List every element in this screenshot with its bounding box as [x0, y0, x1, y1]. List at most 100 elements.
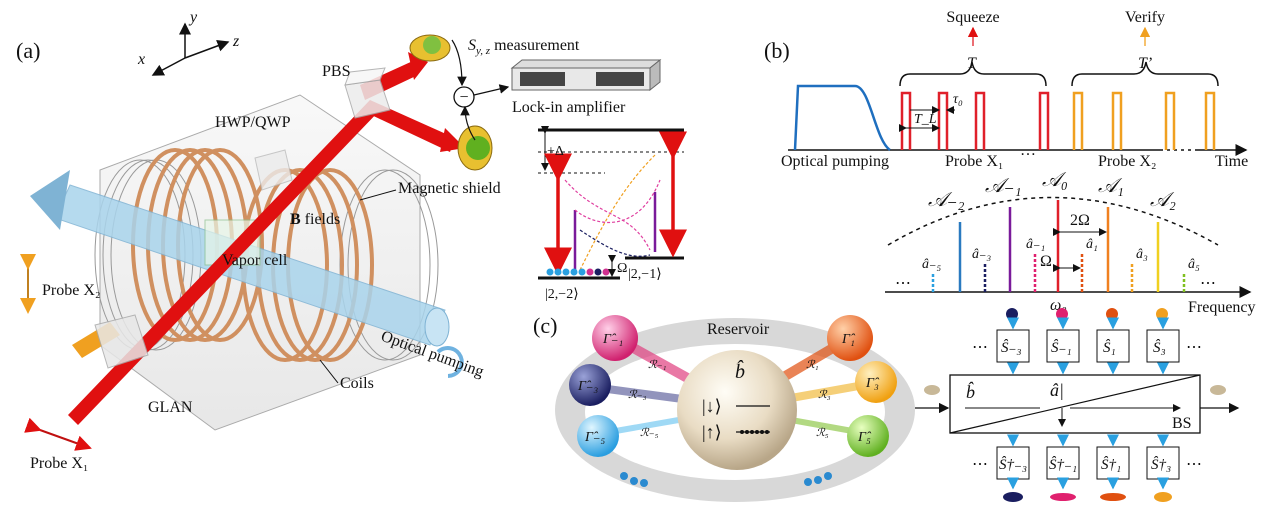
gamma-1-label: Γ̂₁	[841, 332, 856, 347]
s-top-ellipsis-left: ⋯	[972, 339, 988, 356]
probe-x2-label: Probe X₂	[42, 282, 100, 299]
coupling-1-label: ℛ₁	[806, 359, 819, 371]
s-bottom-minus3: Ŝ†₋₃	[999, 456, 1027, 473]
frequency-label: Frequency	[1188, 299, 1256, 316]
state-left-label: |2,−2⟩	[545, 287, 579, 302]
bs-b-hat-label: b̂	[966, 381, 975, 402]
comb-ellipsis-left: ⋯	[895, 275, 911, 292]
reservoir-label: Reservoir	[707, 321, 770, 338]
spin-down-label: |↓⟩	[702, 396, 722, 416]
s-bottom-minus1: Ŝ†₋₁	[1049, 456, 1077, 473]
vapor-cell-label: Vapor cell	[222, 252, 288, 269]
brace-T	[899, 61, 1047, 87]
probe-x1-label: Probe X₁	[30, 455, 88, 472]
detector-top	[409, 34, 451, 62]
s-bottom-row	[996, 434, 1180, 502]
state-right-label: |2,−1⟩	[628, 267, 662, 282]
s-top-minus3: Ŝ₋₃	[1001, 339, 1022, 356]
A-1-label: 𝒜₁	[1098, 175, 1124, 197]
A-minus2-label: 𝒜₋₂	[928, 189, 964, 211]
s-top-ellipsis-right: ⋯	[1186, 339, 1202, 356]
gamma-1-sphere	[827, 315, 873, 361]
comb-ellipsis-right: ⋯	[1200, 275, 1216, 292]
bs-label: BS	[1172, 415, 1192, 432]
comb-lines	[931, 200, 1186, 292]
beam-splitter-box	[949, 374, 1201, 434]
T-label: T	[967, 55, 977, 72]
tau0-label: τ₀	[953, 92, 963, 107]
bs-a-hat-label: â|	[1050, 380, 1064, 400]
envelope-curve	[887, 196, 1219, 246]
a-minus5-label: â₋₅	[922, 257, 941, 272]
A-minus1-label: 𝒜₋₁	[985, 175, 1021, 197]
squeeze-label: Squeeze	[946, 9, 999, 26]
lock-in-amplifier-icon	[510, 58, 662, 92]
level-delta-label: +Δ	[547, 144, 564, 159]
a-3-label: â₃	[1136, 247, 1148, 262]
gamma-minus3-sphere	[569, 364, 611, 406]
lock-in-label: Lock-in amplifier	[512, 99, 626, 116]
coupling-3-label: ℛ₃	[818, 389, 831, 401]
b-hat-label: b̂	[735, 359, 745, 383]
s-bottom-1: Ŝ†₁	[1101, 456, 1121, 473]
hwp-qwp-plate	[254, 149, 293, 191]
a-1-label: â₁	[1086, 237, 1098, 252]
coupling-minus3-label: ℛ₋₃	[628, 389, 647, 401]
s-top-1: Ŝ₁	[1103, 339, 1116, 356]
pumping-pulse	[793, 84, 891, 152]
hwp-qwp-label: HWP/QWP	[215, 114, 291, 131]
b-fields-label: B fields	[290, 211, 340, 228]
panel-a-label: (a)	[16, 38, 40, 63]
coils-label: Coils	[340, 375, 374, 392]
probe-x1-b-label: Probe X₁	[945, 153, 1003, 170]
s-bottom-3: Ŝ†₃	[1151, 456, 1171, 473]
gamma-minus1-sphere	[592, 315, 638, 361]
reservoir-dots-left	[620, 472, 648, 487]
probe-x2-pulses	[1072, 91, 1216, 150]
coupling-minus1-label: ℛ₋₁	[648, 359, 667, 371]
measurement-label: Sy, z measurement	[468, 37, 580, 57]
brace-T-prime	[1071, 61, 1219, 87]
reservoir-dots-right	[804, 472, 832, 486]
axis-x-label: x	[137, 51, 145, 68]
T-prime-label: T’	[1138, 55, 1152, 72]
a-minus1-label: â₋₁	[1026, 237, 1045, 252]
coupling-5-label: ℛ₅	[816, 427, 829, 439]
glan-prism	[94, 314, 149, 369]
gamma-5-label: Γ̂₅	[857, 430, 872, 445]
s-top-row	[996, 308, 1180, 375]
pbs-cube	[344, 67, 391, 119]
gamma-minus5-label: Γ̂₋₅	[584, 430, 605, 445]
gamma-minus1-label: Γ̂₋₁	[602, 332, 623, 347]
level-diagram	[538, 126, 687, 280]
coupling-minus5-label: ℛ₋₅	[640, 427, 659, 439]
a-5-label: â₅	[1188, 257, 1200, 272]
panel-c: (c) Reservoir b̂ |↓⟩ |↑⟩	[533, 308, 1240, 502]
probe-x1-pulses	[900, 91, 1050, 150]
panel-a: (a) y z x	[16, 9, 687, 472]
level-omega-label: Ω	[617, 261, 627, 276]
s-top-3: Ŝ₃	[1153, 339, 1166, 356]
spin-up-label: |↑⟩	[702, 422, 722, 442]
axis-y-label: y	[188, 9, 198, 26]
gamma-5-sphere	[847, 415, 889, 457]
gamma-minus3-label: Γ̂₋₃	[577, 379, 598, 394]
probe-x2-b-label: Probe X₂	[1098, 153, 1156, 170]
axis-z-label: z	[232, 33, 240, 50]
TL-label: T_L	[914, 112, 937, 127]
panel-b: (b) T T’ Squeeze Verify	[764, 9, 1256, 316]
gamma-3-sphere	[855, 361, 897, 403]
coordinate-axes	[151, 22, 230, 76]
a-minus3-label: â₋₃	[972, 247, 991, 262]
pbs-label: PBS	[322, 63, 350, 80]
glan-label: GLAN	[148, 399, 193, 416]
A-2-label: 𝒜₂	[1150, 189, 1176, 211]
omega-label: Ω	[1040, 253, 1052, 270]
panel-c-label: (c)	[533, 313, 557, 338]
subtractor-sign: −	[459, 89, 468, 106]
s-bottom-ellipsis-left: ⋯	[972, 456, 988, 473]
gamma-3-label: Γ̂₃	[865, 376, 880, 391]
verify-label: Verify	[1125, 9, 1165, 26]
panel-b-label: (b)	[764, 38, 790, 63]
time-label: Time	[1215, 153, 1248, 170]
